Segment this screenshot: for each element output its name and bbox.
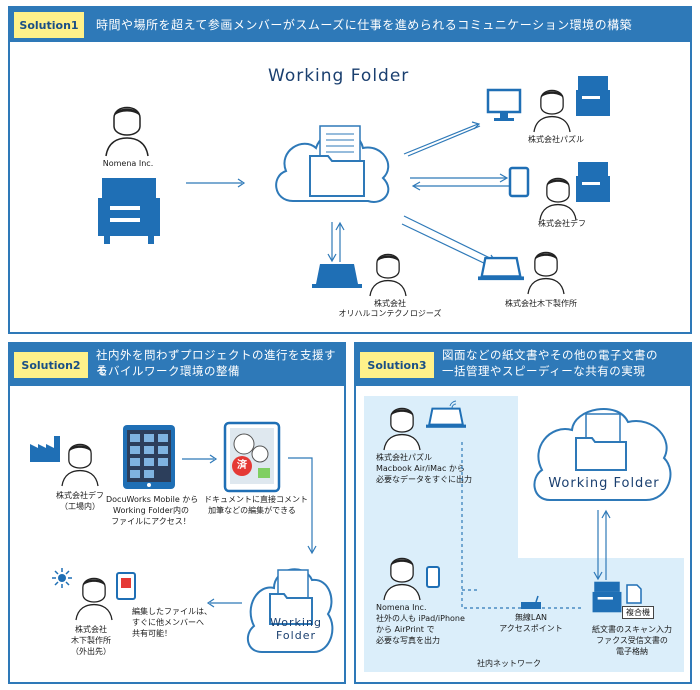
person-icon	[369, 253, 407, 297]
solution2-heading-2: モバイルワーク環境の整備	[96, 364, 240, 378]
cloud-folder-icon	[275, 125, 390, 203]
solution1-panel: Solution1 時間や場所を超えて参画メンバーがスムーズに仕事を進められるコ…	[8, 6, 692, 334]
nomena3-label-3: から AirPrint で	[376, 625, 435, 634]
arrows-cloud-printer	[593, 509, 611, 581]
arrow-down-then-left	[288, 457, 317, 555]
laptop-icon	[426, 407, 466, 428]
stamp-label: 済	[237, 460, 247, 471]
lan-ap-label-1: 無線LAN	[514, 613, 548, 622]
tablet-app-icon	[123, 425, 175, 489]
working-folder-title-3: Working Folder	[548, 476, 660, 491]
kinoshita-out-label-3: （外出先）	[71, 647, 111, 656]
comment-label-2: 加筆などの編集ができる	[208, 506, 296, 515]
printer-icon	[576, 76, 610, 116]
puzzle3-label-1: 株式会社パズル	[376, 453, 432, 462]
person-icon	[539, 177, 577, 221]
person-icon	[75, 577, 113, 621]
comment-label-1: ドキュメントに直接コメント	[204, 495, 308, 504]
solution2-badge: Solution2	[14, 352, 88, 378]
cloud-folder-icon	[533, 407, 672, 501]
person-icon	[383, 557, 421, 601]
puzzle3-label-2: Macbook Air/iMac から	[376, 464, 465, 473]
factory-icon	[30, 436, 60, 462]
scan-label-1: 紙文書のスキャン入力	[592, 625, 672, 634]
sun-icon	[52, 568, 72, 588]
lan-area	[518, 558, 684, 672]
fukugo-badge: 複合機	[622, 606, 654, 619]
person-icon	[527, 251, 565, 295]
puzzle-label: 株式会社パズル	[528, 135, 584, 144]
person-icon	[383, 407, 421, 451]
def-factory-label-1: 株式会社デフ	[56, 491, 104, 500]
tablet-icon	[508, 166, 530, 198]
laptop-icon	[312, 264, 362, 288]
laptop-icon	[478, 256, 524, 281]
solution1-heading: 時間や場所を超えて参画メンバーがスムーズに仕事を進められるコミュニケーション環境…	[96, 18, 633, 32]
working-folder-title: Working Folder	[268, 66, 410, 86]
solution1-header: Solution1 時間や場所を超えて参画メンバーがスムーズに仕事を進められるコ…	[10, 8, 690, 42]
solution2-panel: Solution2 社内外を問わずプロジェクトの進行を支援する モバイルワーク環…	[8, 342, 346, 684]
person-icon	[105, 106, 149, 157]
solution3-header: Solution3 図面などの紙文書やその他の電子文書の 一括管理やスピーディー…	[356, 344, 690, 386]
arrow-right	[182, 454, 218, 464]
dashed-network-lines	[461, 442, 582, 609]
docuworks-label-1: DocuWorks Mobile から	[106, 495, 199, 504]
solution3-heading-2: 一括管理やスピーディーな共有の実現	[442, 364, 646, 378]
nomena3-label-1: Nomena Inc.	[376, 603, 427, 612]
working-folder-title-1: Working	[270, 616, 322, 629]
share-label-3: 共有可能！	[132, 629, 172, 638]
wireless-router-icon	[521, 595, 541, 609]
solution3-panel: Solution3 図面などの紙文書やその他の電子文書の 一括管理やスピーディー…	[354, 342, 692, 684]
scan-label-3: 電子格納	[616, 647, 648, 656]
wifi-icon	[449, 400, 457, 409]
share-label-2: すぐに他メンバーへ	[132, 618, 204, 627]
share-label-1: 編集したファイルは、	[132, 607, 212, 616]
arrows-cloud-puzzle	[403, 121, 481, 157]
solution3-badge: Solution3	[360, 352, 434, 378]
solution3-heading-1: 図面などの紙文書やその他の電子文書の	[442, 348, 658, 362]
person-icon	[533, 89, 571, 133]
orihalcon-label-2: オリハルコンテクノロジーズ	[338, 309, 442, 318]
def-factory-label-2: （工場内）	[60, 502, 100, 511]
network-label: 社内ネットワーク	[477, 659, 541, 668]
working-folder-title-2: Folder	[276, 629, 316, 642]
document-icon	[626, 584, 642, 604]
printer-icon	[576, 162, 610, 202]
orihalcon-label-1: 株式会社	[374, 299, 406, 308]
cloud-folder-icon	[246, 568, 334, 653]
nomena3-label-2: 社外の人も iPad/iPhone	[376, 614, 465, 623]
kinoshita-label: 株式会社木下製作所	[505, 299, 577, 308]
multifunction-printer-icon	[98, 178, 160, 244]
nomena-label: Nomena Inc.	[102, 159, 154, 168]
solution2-header: Solution2 社内外を問わずプロジェクトの進行を支援する モバイルワーク環…	[10, 344, 344, 386]
tablet-icon	[116, 572, 136, 600]
kinoshita-out-label-2: 木下製作所	[71, 636, 111, 645]
def-label: 株式会社デフ	[538, 219, 586, 228]
solution1-badge: Solution1	[14, 12, 84, 38]
printer-icon	[592, 581, 622, 613]
arrows-cloud-orihalcon	[327, 221, 345, 263]
solution2-heading-1: 社内外を問わずプロジェクトの進行を支援する	[96, 348, 336, 377]
arrow-nomena-to-cloud	[186, 178, 246, 188]
monitor-icon	[486, 88, 522, 121]
arrow-left	[206, 598, 242, 608]
nomena3-label-4: 必要な写真を出力	[376, 636, 440, 645]
docuworks-label-3: ファイルにアクセス！	[111, 517, 191, 526]
scan-label-2: ファクス受信文書の	[596, 636, 668, 645]
puzzle3-label-3: 必要なデータをすぐに出力	[376, 475, 472, 484]
tablet-edit-icon	[223, 421, 281, 493]
arrows-cloud-def	[410, 173, 510, 191]
person-icon	[61, 443, 99, 487]
kinoshita-out-label-1: 株式会社	[75, 625, 107, 634]
phone-icon	[426, 566, 440, 588]
lan-ap-label-2: アクセスポイント	[499, 624, 563, 633]
docuworks-label-2: Working Folder内の	[113, 506, 189, 515]
